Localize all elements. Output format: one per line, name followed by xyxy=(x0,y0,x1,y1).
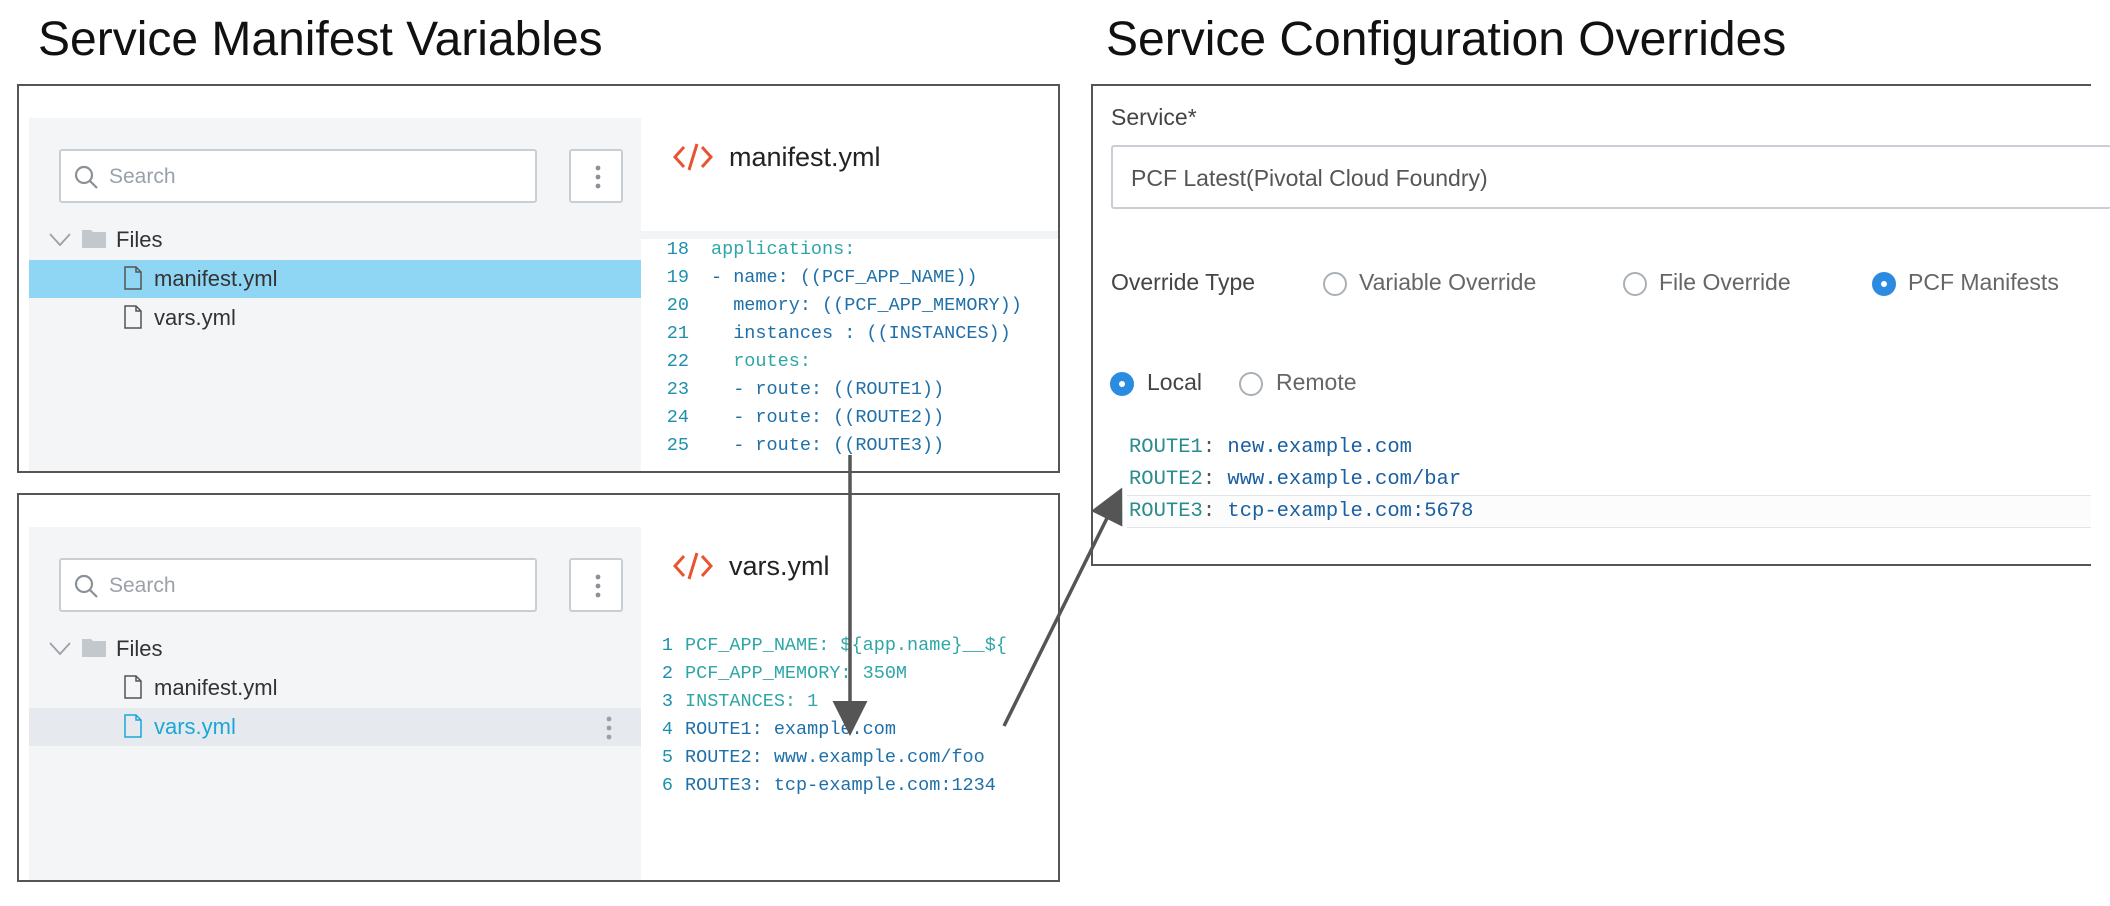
search-placeholder: Search xyxy=(109,574,176,597)
heading-configuration-overrides: Service Configuration Overrides xyxy=(1106,13,1787,66)
code-text: memory: ((PCF_APP_MEMORY)) xyxy=(711,295,1022,316)
line-number: 20 xyxy=(666,295,689,316)
active-line-highlight xyxy=(1127,495,2091,528)
tree-folder-files[interactable]: Files xyxy=(29,221,641,259)
radio-file-override[interactable] xyxy=(1623,272,1647,296)
code-text: ROUTE3: tcp-example.com:1234 xyxy=(685,775,996,796)
line-number: 2 xyxy=(661,663,673,684)
code-text: ROUTE2: www.example.com/foo xyxy=(685,747,985,768)
vars-panel: Search Files manifest.yml vars.yml vars.… xyxy=(17,493,1060,882)
yaml-value: www.example.com/bar xyxy=(1227,468,1462,491)
yaml-line: ROUTE2: www.example.com/bar xyxy=(1129,468,1462,491)
yaml-line: ROUTE3: tcp-example.com:5678 xyxy=(1129,500,1474,523)
tree-file-manifest[interactable]: manifest.yml xyxy=(29,260,641,298)
radio-pcf-manifests[interactable] xyxy=(1872,272,1896,296)
search-icon xyxy=(74,165,98,189)
service-label: Service* xyxy=(1111,104,1197,130)
search-input[interactable]: Search xyxy=(59,149,537,203)
code-text: applications: xyxy=(711,239,856,260)
yaml-value: new.example.com xyxy=(1227,436,1412,459)
line-number: 3 xyxy=(661,691,673,712)
line-number: 1 xyxy=(661,635,673,656)
heading-manifest-variables: Service Manifest Variables xyxy=(38,13,603,66)
chevron-down-icon[interactable] xyxy=(49,642,71,656)
tree-folder-label: Files xyxy=(116,227,163,252)
yaml-key: ROUTE2 xyxy=(1129,468,1203,491)
tree-file-vars[interactable]: vars.yml xyxy=(29,708,641,746)
code-editor[interactable]: 1 PCF_APP_NAME: ${app.name}__${ 2 PCF_APP_… xyxy=(641,635,1058,880)
file-icon xyxy=(124,675,142,699)
radio-remote[interactable] xyxy=(1239,372,1263,396)
yaml-line: ROUTE1: new.example.com xyxy=(1129,436,1412,459)
code-text: PCF_APP_NAME: ${app.name}__${ xyxy=(685,635,1007,656)
file-icon xyxy=(124,305,142,329)
tree-file-label: manifest.yml xyxy=(154,266,278,291)
file-icon xyxy=(124,714,142,738)
yaml-value: tcp-example.com:5678 xyxy=(1227,500,1474,523)
code-icon xyxy=(673,143,713,171)
code-text: - name: ((PCF_APP_NAME)) xyxy=(711,267,978,288)
kebab-menu-icon xyxy=(595,165,601,189)
kebab-menu-icon[interactable] xyxy=(606,716,612,740)
code-text: PCF_APP_MEMORY: 350M xyxy=(685,663,908,684)
code-editor[interactable]: 18 applications: 19 - name: ((PCF_APP_NAME… xyxy=(641,231,1058,471)
folder-icon xyxy=(82,639,106,657)
radio-pcf-manifests-label: PCF Manifests xyxy=(1908,269,2059,295)
editor-pane: manifest.yml 18 applications: 19 - name: (… xyxy=(641,86,1058,471)
tree-file-label: vars.yml xyxy=(154,714,236,739)
line-number: 21 xyxy=(666,323,689,344)
code-text: - route: ((ROUTE2)) xyxy=(711,407,945,428)
tree-file-manifest[interactable]: manifest.yml xyxy=(29,669,641,707)
folder-icon xyxy=(82,230,106,248)
code-text: - route: ((ROUTE1)) xyxy=(711,379,945,400)
override-type-label: Override Type xyxy=(1111,269,1256,295)
code-text: instances : ((INSTANCES)) xyxy=(711,323,1011,344)
code-text: routes: xyxy=(711,351,811,372)
code-icon xyxy=(673,552,713,580)
line-number: 18 xyxy=(666,239,689,260)
radio-remote-label: Remote xyxy=(1276,369,1357,395)
more-options-button[interactable] xyxy=(569,558,623,612)
service-select[interactable]: PCF Latest(Pivotal Cloud Foundry) xyxy=(1111,145,2110,209)
tree-folder-label: Files xyxy=(116,636,163,661)
line-number: 4 xyxy=(661,719,673,740)
radio-local-label: Local xyxy=(1147,369,1202,395)
tree-file-label: manifest.yml xyxy=(154,675,278,700)
file-icon xyxy=(124,266,142,290)
chevron-down-icon[interactable] xyxy=(49,233,71,247)
tree-file-label: vars.yml xyxy=(154,305,236,330)
tree-folder-files[interactable]: Files xyxy=(29,630,641,668)
editor-pane: vars.yml 1 PCF_APP_NAME: ${app.name}__${ … xyxy=(641,495,1058,880)
service-select-value: PCF Latest(Pivotal Cloud Foundry) xyxy=(1131,165,1488,191)
line-number: 19 xyxy=(666,267,689,288)
file-tree-pane: Search Files manifest.yml vars.yml xyxy=(29,118,641,471)
radio-file-override-label: File Override xyxy=(1659,269,1791,295)
radio-variable-override-label: Variable Override xyxy=(1359,269,1537,295)
yaml-key: ROUTE1 xyxy=(1129,436,1203,459)
manifest-panel: Search Files manifest.yml vars.yml manif… xyxy=(17,84,1060,473)
radio-local[interactable] xyxy=(1110,372,1134,396)
radio-variable-override[interactable] xyxy=(1323,272,1347,296)
line-number: 23 xyxy=(666,379,689,400)
yaml-key: ROUTE3 xyxy=(1129,500,1203,523)
search-icon xyxy=(74,574,98,598)
editor-filename: manifest.yml xyxy=(729,142,881,172)
file-tree-pane: Search Files manifest.yml vars.yml xyxy=(29,527,641,880)
editor-filename: vars.yml xyxy=(729,551,830,581)
line-number: 22 xyxy=(666,351,689,372)
search-placeholder: Search xyxy=(109,165,176,188)
tree-file-vars[interactable]: vars.yml xyxy=(29,299,641,337)
line-number: 24 xyxy=(666,407,689,428)
more-options-button[interactable] xyxy=(569,149,623,203)
code-text: - route: ((ROUTE3)) xyxy=(711,435,945,456)
code-text: INSTANCES: 1 xyxy=(685,691,819,712)
line-number: 5 xyxy=(661,747,673,768)
line-number: 25 xyxy=(666,435,689,456)
kebab-menu-icon xyxy=(595,574,601,598)
overrides-panel: Service* PCF Latest(Pivotal Cloud Foundr… xyxy=(1091,84,2110,566)
line-number: 6 xyxy=(661,775,673,796)
code-text: ROUTE1: example.com xyxy=(685,719,896,740)
search-input[interactable]: Search xyxy=(59,558,537,612)
yaml-editor[interactable]: ROUTE1: new.example.com ROUTE2: www.exam… xyxy=(1093,436,2091,556)
